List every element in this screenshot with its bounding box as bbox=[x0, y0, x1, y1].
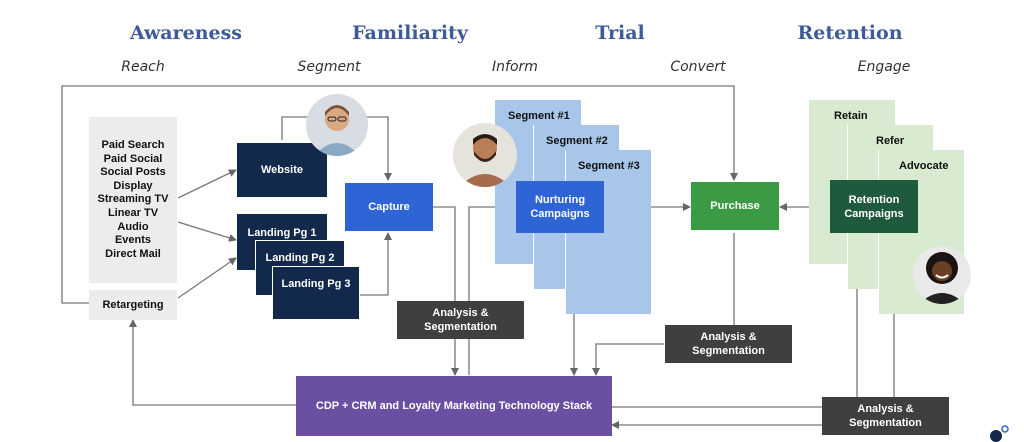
advocate-label: Advocate bbox=[899, 160, 949, 172]
segment-3-label: Segment #3 bbox=[578, 160, 640, 172]
channel-item: Paid Social bbox=[103, 152, 163, 165]
smiling-woman-avatar bbox=[913, 246, 971, 304]
stage-sub-inform: Inform bbox=[492, 59, 538, 75]
channel-item: Paid Search bbox=[101, 139, 165, 151]
refer-label: Refer bbox=[876, 135, 905, 147]
landing-page-2-label: Landing Pg 2 bbox=[265, 252, 335, 264]
analysis-segmentation-box-1: Analysis & Segmentation bbox=[397, 301, 524, 339]
landing-page-1-label: Landing Pg 1 bbox=[247, 227, 317, 239]
person-icon bbox=[459, 134, 511, 187]
segment-1-label: Segment #1 bbox=[508, 110, 570, 122]
logo-icon bbox=[990, 425, 1009, 442]
stage-title-familiarity: Familiarity bbox=[352, 22, 468, 44]
stage-sub-segment: Segment bbox=[297, 59, 361, 75]
analysis-segmentation-box-3: Analysis & Segmentation bbox=[822, 397, 949, 435]
retention-campaigns-box: Retention Campaigns bbox=[830, 180, 918, 233]
analysis-segmentation-box-2: Analysis & Segmentation bbox=[665, 325, 792, 363]
retargeting-box: Retargeting bbox=[89, 290, 177, 320]
person-icon bbox=[919, 252, 965, 304]
stage-title-retention: Retention bbox=[797, 22, 903, 44]
capture-box: Capture bbox=[345, 183, 433, 231]
channel-item: Streaming TV bbox=[97, 193, 169, 206]
stage-sub-engage: Engage bbox=[857, 59, 911, 75]
channel-list: Paid Search Paid Social Social Posts Dis… bbox=[89, 117, 177, 283]
channel-item: Events bbox=[114, 234, 152, 247]
channel-item: Audio bbox=[117, 220, 149, 233]
segment-2-label: Segment #2 bbox=[546, 135, 608, 147]
landing-page-3: Landing Pg 3 bbox=[272, 266, 360, 320]
stage-title-awareness: Awareness bbox=[129, 22, 243, 44]
channel-item: Direct Mail bbox=[105, 247, 161, 260]
channel-item: Display bbox=[113, 179, 153, 192]
channel-item: Social Posts bbox=[100, 166, 166, 179]
landing-page-3-label: Landing Pg 3 bbox=[281, 278, 351, 290]
thinking-man-avatar bbox=[306, 94, 368, 156]
retain-label: Retain bbox=[834, 110, 868, 122]
nurturing-campaigns-box: Nurturing Campaigns bbox=[516, 181, 604, 233]
channel-item: Linear TV bbox=[107, 206, 159, 219]
stage-sub-convert: Convert bbox=[670, 59, 726, 75]
stage-sub-reach: Reach bbox=[121, 59, 165, 75]
stage-title-trial: Trial bbox=[595, 22, 645, 44]
bearded-man-avatar bbox=[453, 123, 517, 187]
tech-stack-box: CDP + CRM and Loyalty Marketing Technolo… bbox=[296, 376, 612, 436]
website-box: Website bbox=[237, 143, 327, 197]
person-icon bbox=[314, 105, 360, 156]
purchase-box: Purchase bbox=[691, 182, 779, 230]
